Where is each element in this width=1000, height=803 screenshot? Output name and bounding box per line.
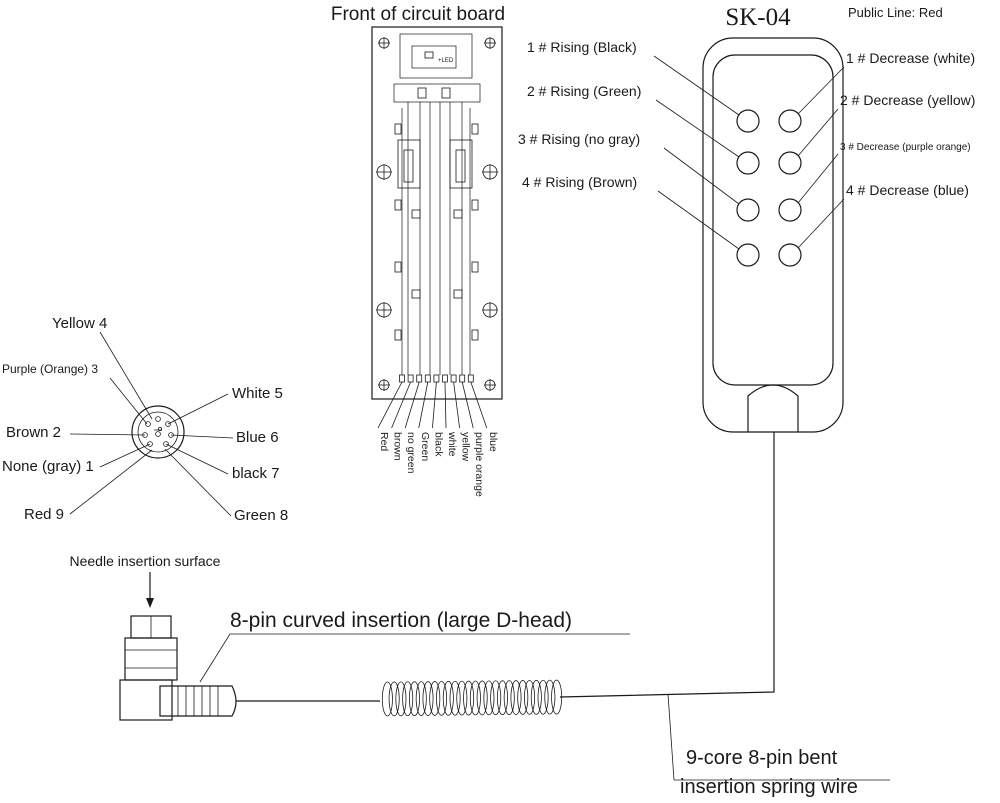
rising-button-2 [736, 151, 760, 175]
remote-body [702, 37, 844, 433]
board-traces: +LED [393, 33, 481, 383]
wire-lead [377, 381, 403, 429]
connector-pin [157, 426, 162, 431]
plug-title: 8-pin curved insertion (large D-head) [230, 609, 572, 632]
rising-label-2: 2 # Rising (Green) [527, 83, 641, 99]
pin-label-none: None (gray) 1 [2, 458, 94, 475]
svg-text:+LED: +LED [438, 58, 454, 64]
pin-label-purple: Purple (Orange) 3 [2, 362, 98, 376]
remote-cable-boot [747, 384, 799, 432]
decrease-button-2 [778, 151, 802, 175]
pin-label-blue: Blue 6 [236, 429, 279, 446]
mounting-holes [376, 37, 498, 391]
remote-model: SK-04 [725, 4, 791, 31]
circuit-board: Front of circuit board +LED [331, 4, 505, 497]
wire-label: Green [419, 432, 431, 461]
pin-label-black: black 7 [232, 465, 280, 482]
remote-button-labels: 1 # Rising (Black) 2 # Rising (Green) 3 # … [518, 39, 975, 250]
decrease-button-4 [778, 243, 802, 267]
wire-lead [461, 381, 474, 429]
cable-to-remote [559, 432, 775, 698]
pin-label-red: Red 9 [24, 506, 64, 523]
remote-buttons [736, 109, 802, 267]
connector-pin [147, 441, 153, 447]
wire-label: yellow [460, 432, 472, 462]
d-head-plug [119, 615, 237, 721]
spring-coil [381, 679, 563, 717]
pin-label-yellow: Yellow 4 [52, 315, 107, 332]
connector-pin [145, 421, 151, 427]
wire-label: no green [405, 432, 417, 474]
rising-label-4: 4 # Rising (Brown) [522, 174, 637, 190]
wire-lead [444, 381, 447, 429]
connector-pin [155, 431, 161, 437]
cable-label-line1: 9-core 8-pin bent [686, 747, 838, 769]
wire-label: purple orange [473, 432, 485, 497]
decrease-label-2: 2 # Decrease (yellow) [840, 92, 975, 108]
needle-surface-label: Needle insertion surface [70, 553, 221, 569]
pin-label-brown: Brown 2 [6, 424, 61, 441]
rising-button-3 [736, 198, 760, 222]
cable-label-line2: insertion spring wire [680, 776, 858, 798]
pin-label-white: White 5 [232, 385, 283, 402]
connector-pinout: Yellow 4 Purple (Orange) 3 White 5 Brown 2 B… [2, 315, 288, 524]
decrease-button-3 [778, 198, 802, 222]
wire-lead [432, 381, 437, 429]
plug-and-cable: Needle insertion surface 8-pin curved in… [70, 432, 890, 798]
decrease-label-3: 3 # Decrease (purple orange) [840, 142, 971, 153]
pin-label-green: Green 8 [234, 507, 288, 524]
remote-face [712, 54, 834, 386]
wire-label: brown [392, 432, 404, 461]
wire-lead [418, 381, 429, 429]
rising-button-1 [736, 109, 760, 133]
rising-label-3: 3 # Rising (no gray) [518, 131, 640, 147]
rising-label-1: 1 # Rising (Black) [527, 39, 637, 55]
board-outline [371, 26, 503, 400]
wire-label: black [432, 432, 444, 457]
connector-pin [165, 421, 171, 427]
decrease-label-1: 1 # Decrease (white) [846, 50, 975, 66]
rising-button-4 [736, 243, 760, 267]
wire-lead [453, 381, 460, 429]
remote-sk04: SK-04 Public Line: Red 1 # Rising (Black… [518, 4, 975, 433]
wire-lead [391, 381, 411, 429]
board-title: Front of circuit board [331, 4, 505, 25]
wire-label: Red [378, 432, 390, 451]
connector-pin [163, 441, 169, 447]
connector-pin [155, 416, 161, 422]
wire-label: white [446, 431, 458, 457]
connector-face [131, 405, 185, 459]
wire-label: blue [487, 432, 499, 452]
decrease-button-1 [778, 109, 802, 133]
decrease-label-4: 4 # Decrease (blue) [846, 182, 969, 198]
wire-lead [470, 381, 488, 429]
public-line-label: Public Line: Red [848, 5, 943, 20]
wire-lead [404, 381, 420, 429]
